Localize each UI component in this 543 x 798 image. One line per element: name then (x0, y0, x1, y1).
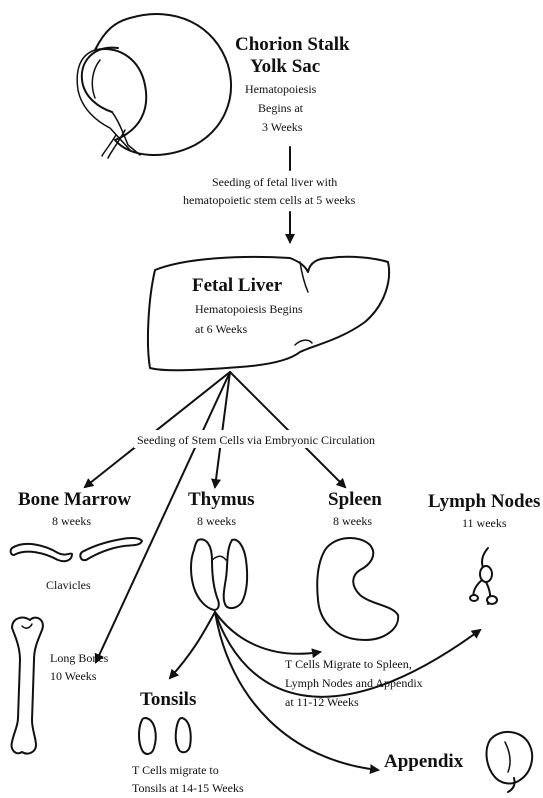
yolk-sac-desc-line3: 3 Weeks (262, 120, 303, 134)
fetal-liver-desc-line1: Hematopoiesis Begins (195, 302, 303, 316)
yolk-sac-desc-line2: Begins at (258, 101, 304, 115)
fetal-liver-desc-line2: at 6 Weeks (195, 322, 247, 336)
tonsils-illustration (139, 718, 191, 754)
long-bones-line2: 10 Weeks (50, 669, 97, 683)
lymph-nodes-weeks: 11 weeks (462, 516, 507, 530)
tonsils-title: Tonsils (140, 689, 196, 710)
spleen-weeks: 8 weeks (333, 514, 372, 528)
liver-to-spleen-arrow (230, 372, 345, 487)
liver-seeding-line2: hematopoietic stem cells at 5 weeks (183, 193, 356, 207)
lymph-nodes-title: Lymph Nodes (428, 491, 540, 512)
spleen-illustration (317, 538, 398, 640)
thymus-illustration (191, 539, 247, 610)
yolk-sac-desc-line1: Hematopoiesis (245, 82, 317, 96)
appendix-title: Appendix (384, 751, 464, 772)
bone-marrow-title: Bone Marrow (18, 489, 131, 510)
circulation-label: Seeding of Stem Cells via Embryonic Circ… (137, 433, 375, 447)
long-bones-line1: Long Bones (50, 651, 109, 665)
lymph-node-illustration (470, 548, 497, 604)
yolk-sac-title-line2: Yolk Sac (250, 56, 320, 77)
thymus-to-tonsils-arrow (170, 612, 215, 678)
long-bone-illustration (12, 618, 43, 754)
clavicles-label: Clavicles (46, 578, 91, 592)
t-cell-migration-line3: at 11-12 Weeks (285, 695, 359, 709)
liver-to-bone-marrow-arrow (85, 372, 230, 487)
yolk-sac-title-line1: Chorion Stalk (235, 34, 350, 55)
fetal-liver-title: Fetal Liver (192, 275, 283, 296)
t-cell-migration-line1: T Cells Migrate to Spleen, (285, 657, 412, 671)
thymus-title: Thymus (188, 489, 255, 510)
clavicles-illustration (11, 538, 142, 561)
appendix-illustration (487, 732, 533, 792)
yolk-sac-illustration (77, 14, 231, 158)
bone-marrow-weeks: 8 weeks (52, 514, 91, 528)
tonsils-desc-line2: Tonsils at 14-15 Weeks (132, 781, 244, 795)
t-cell-migration-line2: Lymph Nodes and Appendix (285, 676, 423, 690)
thymus-weeks: 8 weeks (197, 514, 236, 528)
liver-seeding-line1: Seeding of fetal liver with (212, 175, 337, 189)
spleen-title: Spleen (328, 489, 382, 510)
tonsils-desc-line1: T Cells migrate to (132, 763, 219, 777)
